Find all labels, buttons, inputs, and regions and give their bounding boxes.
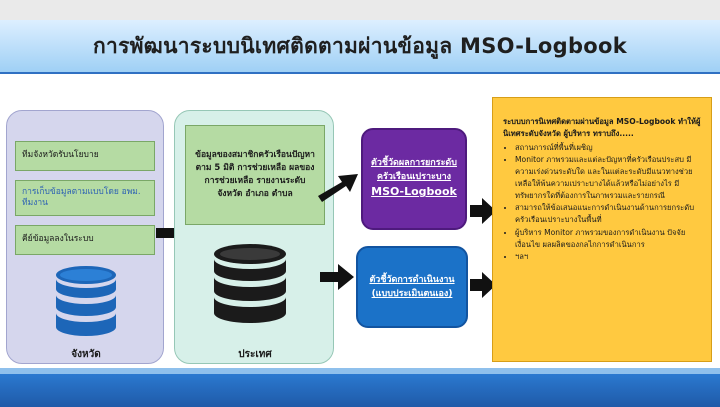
arrow-right-icon	[470, 198, 496, 224]
summary-list: สถานการณ์ที่พื้นที่เผชิญ Monitor ภาพรวมแ…	[503, 142, 703, 264]
outcome-indicator-box: ตัวชี้วัดผลการยกระดับครัวเรือนเปราะบาง M…	[361, 128, 467, 230]
arrow-right-icon	[320, 264, 354, 290]
summary-heading: ระบบบการนิเทศติดตามผ่านข้อมูล MSO-Logboo…	[503, 117, 701, 138]
list-item: ฯลฯ	[515, 251, 703, 263]
country-caption: ประเทศ	[238, 349, 272, 360]
page-title: การพัฒนาระบบนิเทศติดตามผ่านข้อมูล MSO-Lo…	[92, 33, 628, 58]
list-item: Monitor ภาพรวมและแต่ละปัญหาที่ครัวเรือนป…	[515, 154, 703, 201]
title-band: การพัฒนาระบบนิเทศติดตามผ่านข้อมูล MSO-Lo…	[0, 20, 720, 72]
arrow-right-icon	[318, 172, 358, 206]
province-caption: จังหวัด	[71, 349, 101, 360]
bottom-band	[0, 374, 720, 407]
bottom-accent-strip	[0, 368, 720, 374]
database-icon	[213, 243, 287, 333]
window-top-strip	[0, 0, 720, 20]
operation-indicator-note: (แบบประเมินตนเอง)	[371, 289, 453, 299]
list-item: สามารถให้ข้อเสนอแนะการดำเนินงานด้านการยก…	[515, 202, 703, 226]
title-divider	[0, 72, 720, 74]
operation-indicator-box: ตัวชี้วัดการดำเนินงาน (แบบประเมินตนเอง)	[356, 246, 468, 328]
operation-indicator-label: ตัวชี้วัดการดำเนินงาน	[369, 274, 455, 285]
country-data-box: ข้อมูลของสมาชิกครัวเรือนปัญหาตาม 5 มิติ …	[185, 125, 325, 225]
province-step-policy: ทีมจังหวัดรับนโยบาย	[15, 141, 155, 171]
outcome-indicator-system: MSO-Logbook	[371, 185, 457, 199]
list-item: ผู้บริหาร Monitor ภาพรวมของการดำเนินงาน …	[515, 227, 703, 251]
province-panel: ทีมจังหวัดรับนโยบาย การเก็บข้อมูลตามแบบโ…	[6, 110, 164, 364]
database-icon	[55, 265, 117, 343]
arrow-right-icon	[470, 272, 496, 298]
country-panel: ข้อมูลของสมาชิกครัวเรือนปัญหาตาม 5 มิติ …	[174, 110, 334, 364]
outcome-indicator-label: ตัวชี้วัดผลการยกระดับครัวเรือนเปราะบาง	[371, 158, 457, 182]
province-step-key-data: คีย์ข้อมูลลงในระบบ	[15, 225, 155, 255]
summary-box: ระบบบการนิเทศติดตามผ่านข้อมูล MSO-Logboo…	[492, 97, 712, 362]
list-item: สถานการณ์ที่พื้นที่เผชิญ	[515, 142, 703, 154]
province-step-collect-data: การเก็บข้อมูลตามแบบโดย อพม. ทีมงาน	[15, 180, 155, 216]
